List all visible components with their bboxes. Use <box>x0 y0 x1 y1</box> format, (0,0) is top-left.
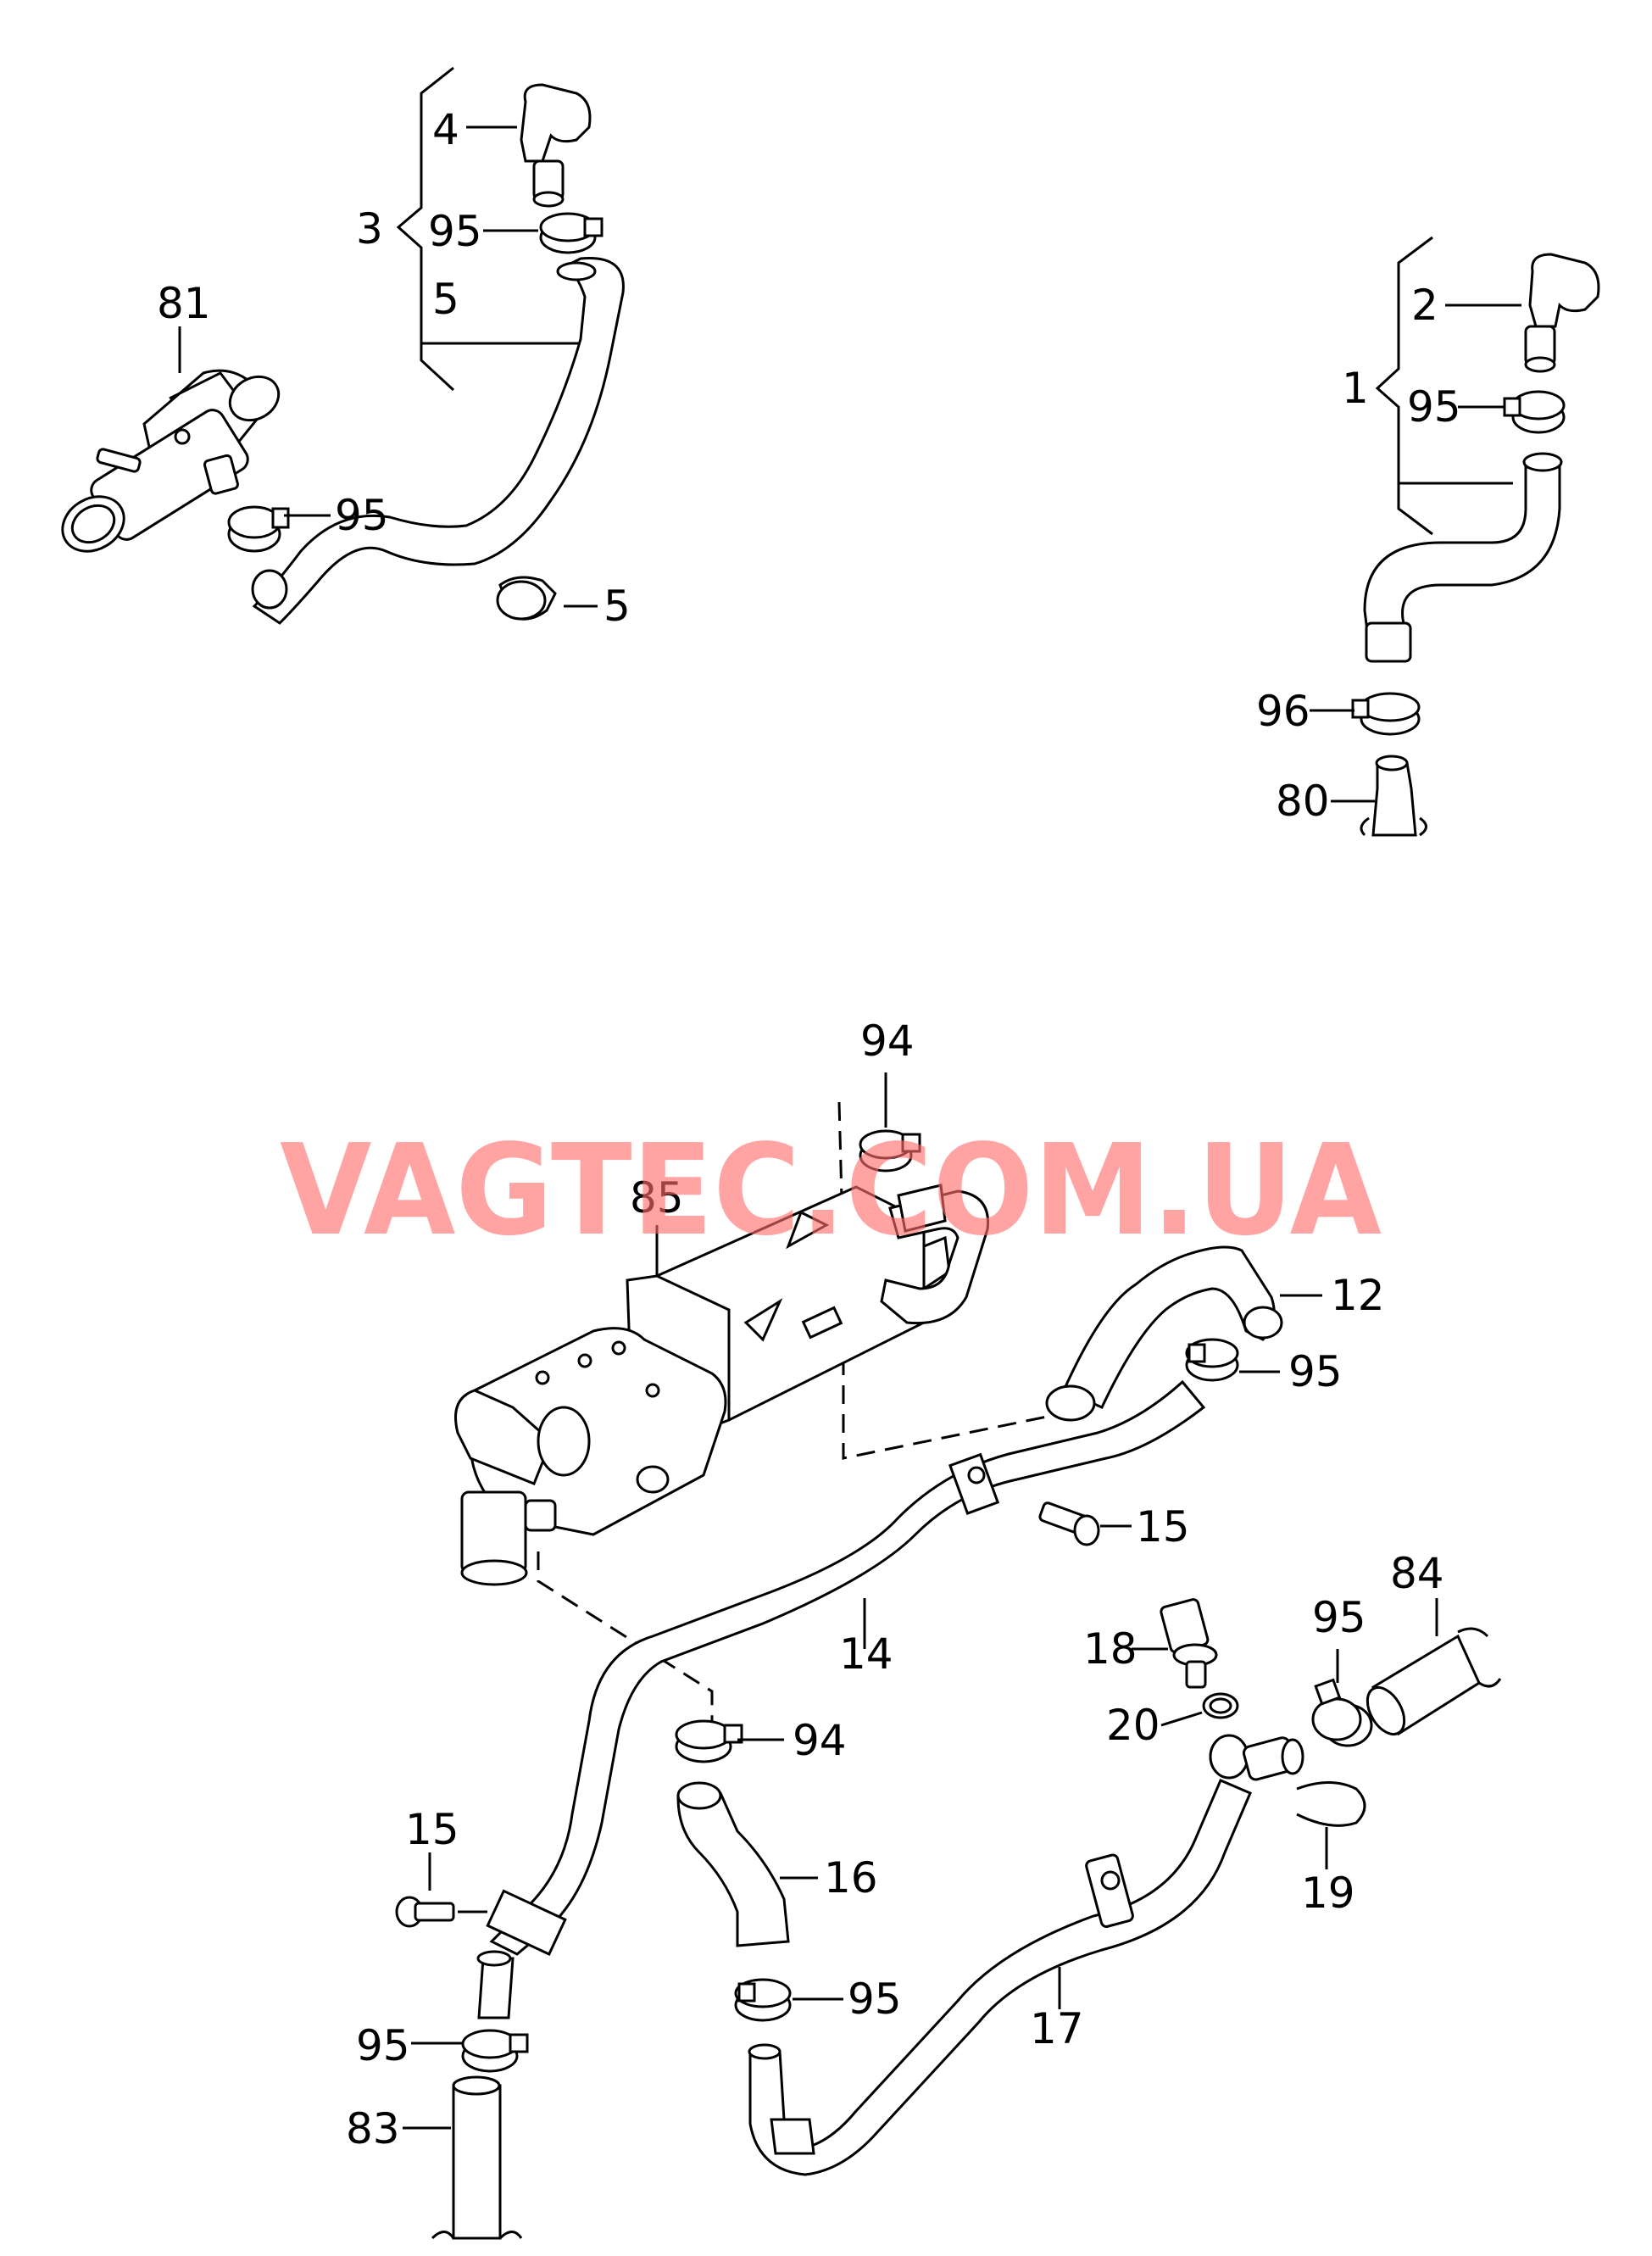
callout-2: 2 <box>1411 281 1438 330</box>
callout-84: 84 <box>1390 1549 1444 1598</box>
clamp-95-top <box>539 212 604 254</box>
watermark: VAGTEC.COM.UA <box>280 1117 1382 1263</box>
pipe-14 <box>489 1379 1206 1956</box>
callout-18: 18 <box>1083 1624 1137 1674</box>
bolt-15-left <box>395 1896 455 1928</box>
bracket-3 <box>396 66 455 392</box>
clamp-95-lower-center <box>734 1978 792 2022</box>
egr-cooler-assembly <box>395 1072 1502 2240</box>
callout-95c: 95 <box>1407 382 1461 432</box>
callout-85: 85 <box>630 1173 684 1223</box>
callout-83: 83 <box>346 2104 400 2153</box>
hose-1 <box>1363 460 1561 646</box>
connector-2 <box>1524 253 1600 373</box>
callout-14: 14 <box>839 1629 893 1679</box>
clamp-95-lower-left <box>461 2029 529 2073</box>
top-left-assembly <box>61 66 625 625</box>
connector-4 <box>520 83 592 208</box>
pipe-17-tee <box>1209 1734 1304 1781</box>
callout-95f: 95 <box>848 1975 902 2024</box>
clip-5 <box>496 576 557 621</box>
clamp-95-left <box>227 505 290 553</box>
leader-20 <box>1160 1711 1203 1727</box>
callout-95d: 95 <box>1288 1347 1343 1396</box>
callout-15b: 15 <box>1136 1502 1190 1551</box>
hose-12 <box>1062 1245 1276 1409</box>
clamp-96 <box>1351 692 1421 736</box>
callout-17: 17 <box>1030 2004 1084 2053</box>
callout-95b: 95 <box>335 491 389 540</box>
hose-84 <box>1366 1627 1502 1736</box>
callout-19: 19 <box>1301 1869 1355 1918</box>
hose-83 <box>431 2075 523 2240</box>
callout-95e: 95 <box>356 2021 410 2070</box>
callout-96: 96 <box>1256 687 1310 736</box>
callout-4: 4 <box>432 105 459 154</box>
callout-81: 81 <box>157 279 211 328</box>
callout-5a: 5 <box>432 275 459 324</box>
pipe-14-end <box>477 1957 515 2019</box>
clamp-95-cooler <box>1185 1338 1239 1382</box>
pipe-17 <box>748 1779 1252 2176</box>
sensor-18 <box>1160 1598 1218 1689</box>
callout-80: 80 <box>1276 777 1330 826</box>
clamp-94-lower <box>675 1719 743 1763</box>
clamp-94-top <box>859 1129 921 1173</box>
pipe-80 <box>1360 755 1427 837</box>
cooler-nipple <box>897 1184 947 1233</box>
bolt-15-right <box>1038 1501 1100 1546</box>
bracket-1 <box>1375 236 1433 536</box>
clamp-95-lower-right <box>1311 1678 1373 1747</box>
callout-1: 1 <box>1342 364 1369 413</box>
callout-95a: 95 <box>428 207 482 256</box>
top-right-assembly <box>1310 236 1600 837</box>
egr-cooler-85 <box>454 1185 951 1586</box>
callout-5b: 5 <box>604 582 631 631</box>
clamp-95-right <box>1503 390 1566 434</box>
callout-16: 16 <box>824 1853 878 1902</box>
callout-3: 3 <box>356 204 383 253</box>
callout-95g: 95 <box>1312 1593 1366 1642</box>
callout-94b: 94 <box>793 1716 847 1765</box>
clip-19 <box>1296 1781 1366 1827</box>
callout-12: 12 <box>1331 1271 1385 1320</box>
hose-5 <box>252 257 625 625</box>
callout-94a: 94 <box>860 1017 915 1066</box>
callout-20: 20 <box>1106 1701 1160 1750</box>
flange-81 <box>61 369 281 553</box>
callout-15a: 15 <box>405 1805 459 1854</box>
seal-20 <box>1202 1692 1239 1719</box>
hose-16 <box>676 1786 790 1947</box>
